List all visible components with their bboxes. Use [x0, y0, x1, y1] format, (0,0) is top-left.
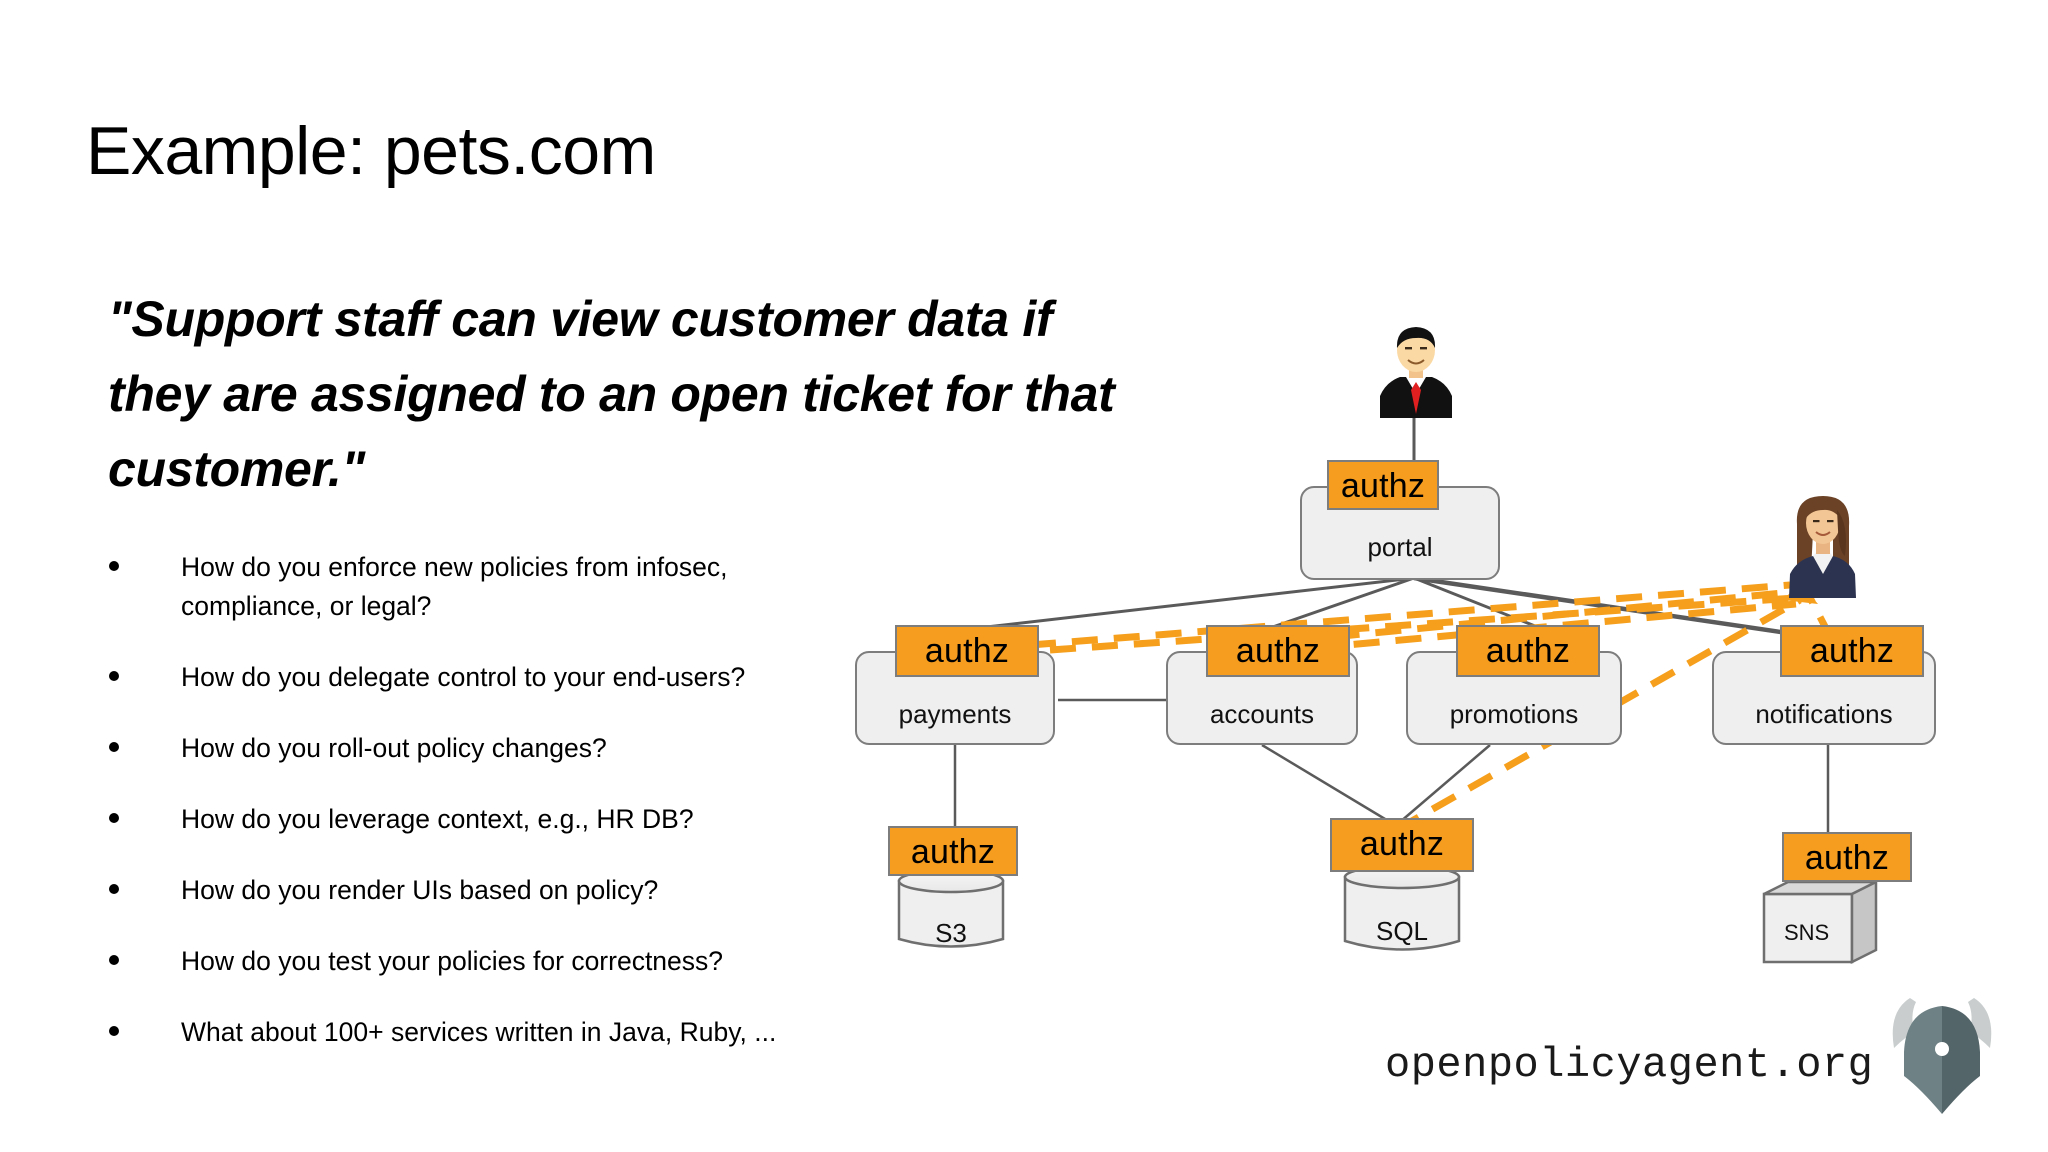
bullet-dot-icon [109, 955, 119, 965]
service-label: notifications [1755, 699, 1893, 729]
service-node-payments[interactable]: authz payments [855, 625, 1085, 745]
question-list: How do you enforce new policies from inf… [100, 548, 900, 1084]
list-item: How do you roll-out policy changes? [100, 729, 900, 768]
openpolicyagent-url[interactable]: openpolicyagent.org [1385, 1041, 1874, 1089]
cube-shape [1762, 879, 1920, 965]
authz-badge[interactable]: authz [1327, 460, 1439, 510]
authz-badge[interactable]: authz [888, 826, 1018, 876]
datastore-label: SNS [1784, 920, 1830, 945]
list-item: How do you delegate control to your end-… [100, 658, 900, 697]
authz-badge[interactable]: authz [1330, 818, 1474, 872]
list-item: What about 100+ services written in Java… [100, 1013, 900, 1052]
datastore-node-sql[interactable]: authz SQL [1330, 818, 1510, 956]
datastore-node-s3[interactable]: authz S3 [888, 826, 1048, 956]
service-node-portal[interactable]: authz portal [1300, 460, 1530, 580]
authz-badge[interactable]: authz [1456, 625, 1600, 677]
list-item-label: How do you test your policies for correc… [181, 946, 724, 976]
opa-viking-helmet-icon [1880, 990, 2004, 1120]
list-item-label: How do you enforce new policies from inf… [181, 552, 728, 621]
datastore-label: SQL [1375, 916, 1429, 946]
businesswoman-avatar-icon [1775, 490, 1871, 598]
list-item: How do you test your policies for correc… [100, 942, 900, 981]
bullet-dot-icon [109, 742, 119, 752]
authz-badge[interactable]: authz [1206, 625, 1350, 677]
service-label: promotions [1449, 699, 1579, 729]
service-label: portal [1367, 532, 1433, 562]
datastore-label: S3 [935, 918, 967, 948]
bullet-dot-icon [109, 884, 119, 894]
policy-quote: "Support staff can view customer data if… [108, 291, 1115, 497]
service-label: payments [898, 699, 1012, 729]
bullet-dot-icon [109, 813, 119, 823]
datastore-node-sns[interactable]: authz SNS [1762, 832, 1932, 965]
list-item-label: How do you delegate control to your end-… [181, 662, 746, 692]
list-item-label: How do you leverage context, e.g., HR DB… [181, 804, 694, 834]
service-node-promotions[interactable]: authz promotions [1406, 625, 1636, 745]
list-item-label: How do you roll-out policy changes? [181, 733, 607, 763]
authz-badge[interactable]: authz [1782, 832, 1912, 882]
list-item: How do you render UIs based on policy? [100, 871, 900, 910]
businessman-avatar-icon [1370, 322, 1462, 418]
list-item: How do you leverage context, e.g., HR DB… [100, 800, 900, 839]
service-label: accounts [1209, 699, 1315, 729]
page-title: Example: pets.com [86, 113, 656, 189]
service-node-notifications[interactable]: authz notifications [1712, 625, 1952, 745]
authz-badge[interactable]: authz [1780, 625, 1924, 677]
list-item-label: What about 100+ services written in Java… [181, 1017, 777, 1047]
bullet-dot-icon [109, 671, 119, 681]
service-node-accounts[interactable]: authz accounts [1166, 625, 1396, 745]
authz-badge[interactable]: authz [895, 625, 1039, 677]
bullet-dot-icon [109, 1026, 119, 1036]
list-item: How do you enforce new policies from inf… [100, 548, 900, 626]
list-item-label: How do you render UIs based on policy? [181, 875, 659, 905]
bullet-dot-icon [109, 561, 119, 571]
